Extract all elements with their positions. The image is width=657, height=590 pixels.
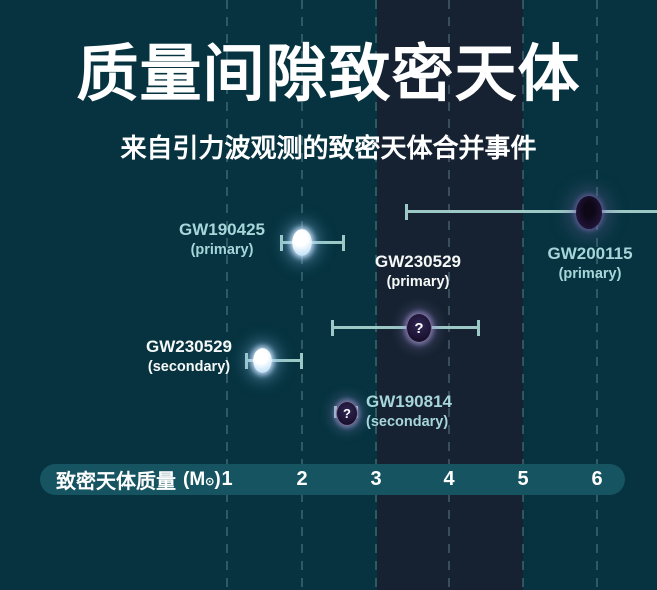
axis-tick-2: 2	[296, 468, 308, 490]
error-cap-right	[477, 319, 480, 336]
event-label-gw190814-secondary: GW190814 (secondary)	[366, 391, 496, 432]
error-bar-gw230529-secondary	[245, 352, 303, 369]
gridline-mass-1	[226, 0, 228, 590]
solar-mass-unit: (M ⊙ )	[183, 469, 221, 491]
page-title: 质量间隙致密天体	[76, 41, 581, 109]
error-bar-gw190425-primary	[280, 234, 345, 251]
axis-tick-6: 6	[591, 468, 603, 490]
event-name: GW230529	[146, 337, 232, 356]
event-label-gw190425-primary: GW190425 (primary)	[152, 219, 292, 260]
event-component: (secondary)	[147, 359, 231, 376]
axis-tick-3: 3	[370, 468, 382, 490]
axis-tick-1: 1	[221, 468, 233, 490]
error-bar-gw230529-primary	[331, 319, 480, 336]
event-name: GW230529	[375, 252, 461, 271]
event-component: (secondary)	[366, 414, 449, 431]
error-cap-right	[300, 352, 303, 369]
neutron-star-marker-gw190425	[292, 229, 312, 256]
gridline-mass-6	[596, 0, 598, 590]
sun-symbol-icon: ⊙	[205, 475, 215, 488]
gridline-mass-3	[375, 0, 377, 590]
event-label-gw200115-primary: GW200115 (primary)	[520, 243, 657, 284]
mass-axis-bar	[40, 464, 625, 495]
axis-label-text: 致密天体质量	[56, 471, 176, 493]
unit-close: )	[214, 468, 221, 490]
event-component: (primary)	[190, 242, 254, 259]
event-name: GW190814	[366, 392, 452, 411]
mass-axis-label: 致密天体质量 (M ⊙ )	[56, 464, 221, 495]
neutron-star-marker-gw230529-secondary	[253, 348, 272, 373]
axis-tick-4: 4	[443, 468, 455, 490]
error-bar-gw200115-primary	[405, 203, 657, 220]
question-mark-marker-gw230529-primary: ?	[406, 313, 432, 343]
event-component: (primary)	[386, 274, 450, 291]
error-cap-right	[342, 234, 345, 251]
error-cap-left	[245, 352, 248, 369]
error-cap-left	[280, 234, 283, 251]
gridline-mass-2	[301, 0, 303, 590]
question-mark-glyph: ?	[343, 406, 351, 421]
event-name: GW190425	[179, 220, 265, 239]
error-cap-left	[334, 405, 337, 418]
event-name: GW200115	[547, 244, 633, 263]
black-hole-marker-gw200115	[576, 196, 602, 229]
page-subtitle: 来自引力波观测的致密天体合并事件	[120, 134, 537, 163]
error-cap-left	[331, 319, 334, 336]
question-mark-marker-gw190814-secondary: ?	[336, 401, 358, 426]
axis-tick-5: 5	[517, 468, 529, 490]
error-cap-left	[405, 203, 408, 220]
event-label-gw230529-primary: GW230529 (primary)	[348, 251, 488, 292]
gridline-mass-5	[522, 0, 524, 590]
gridline-mass-4	[448, 0, 450, 590]
question-mark-glyph: ?	[414, 319, 424, 337]
unit-open: (M	[183, 468, 206, 490]
event-label-gw230529-secondary: GW230529 (secondary)	[119, 336, 259, 377]
event-component: (primary)	[558, 266, 622, 283]
